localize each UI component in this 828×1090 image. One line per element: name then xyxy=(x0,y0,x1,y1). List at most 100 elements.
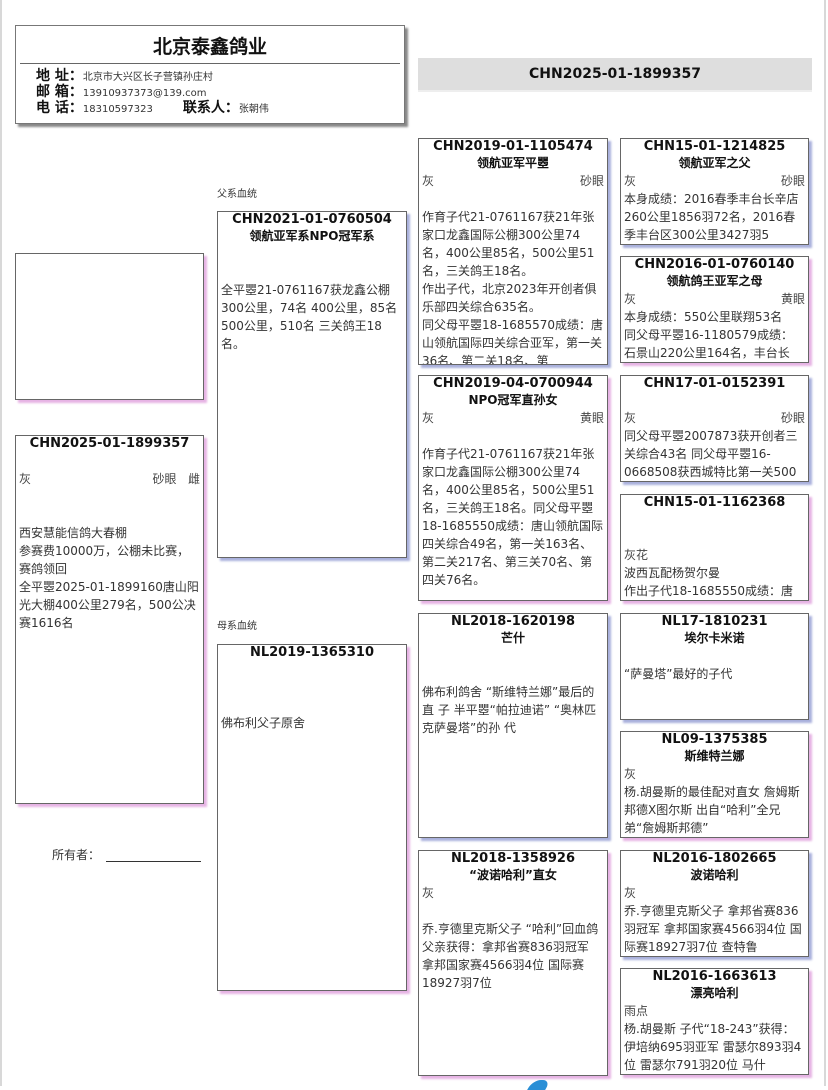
ancestor-notes: 乔.亨德里克斯父子 “哈利”回血鸽 父亲获得：拿邦省赛836羽冠军 拿邦国家赛4… xyxy=(422,922,599,990)
loft-name: 北京泰鑫鸽业 xyxy=(152,36,267,58)
ancestor-notes: 杨.胡曼斯 子代“18-243”获得：伊培纳695羽亚军 雷瑟尔893羽4位 雷… xyxy=(624,1022,802,1072)
owner-signature: 所有者： xyxy=(52,846,202,863)
ancestor-ring: NL2018-1620198 xyxy=(450,614,576,629)
address-value: 北京市大兴区长子营镇孙庄村 xyxy=(82,72,213,83)
subject-color: 灰 xyxy=(19,472,32,486)
ancestor-eye: 砂眼 xyxy=(579,174,604,188)
ancestor-ring: CHN2019-01-1105474 xyxy=(433,139,593,154)
ancestor-color: 灰 xyxy=(422,411,435,425)
ancestor-ring: CHN15-01-1162368 xyxy=(643,495,786,510)
ancestor-name: 波诺哈利 xyxy=(690,868,739,882)
email-label: 邮 箱： xyxy=(36,84,83,100)
ancestor-notes: 本身成绩：550公里联翔53名 同父母平瞾16-1180579成绩：石景山220… xyxy=(624,310,794,360)
ancestor-notes: 乔.亨德里克斯父子 拿邦省赛836羽冠军 拿邦国家赛4566羽4位 国际赛189… xyxy=(624,904,802,954)
contact-value: 张朝伟 xyxy=(238,104,269,115)
owner-label: 所有者： xyxy=(52,848,101,862)
ancestor-color: 灰 xyxy=(624,767,637,781)
ancestor-ring: CHN2016-01-0760140 xyxy=(634,257,795,272)
ancestor-color: 灰 xyxy=(422,886,435,900)
ancestor-color-row: 灰砂眼 xyxy=(624,172,805,190)
ancestor-name: “波诺哈利”直女 xyxy=(469,868,557,882)
ancestor-card: NL2016-1802665 波诺哈利灰乔.亨德里克斯父子 拿邦省赛836羽冠军 … xyxy=(620,850,809,957)
ancestor-color-row: 灰黄眼 xyxy=(422,409,604,427)
ancestor-color-row: 灰 xyxy=(624,884,805,902)
ancestor-name: 领航鸽王亚军之母 xyxy=(666,274,763,288)
ancestor-notes: 全平瞾21-0761167获龙鑫公棚300公里，74名 400公里，85名 50… xyxy=(221,283,398,351)
ancestor-card: NL17-1810231 埃尔卡米诺 “萨曼塔”最好的子代 xyxy=(620,613,809,720)
ancestor-name xyxy=(624,392,805,409)
ancestor-color-row: 灰 xyxy=(624,765,805,783)
ancestor-color: 灰 xyxy=(624,886,637,900)
ancestor-name: 埃尔卡米诺 xyxy=(684,631,745,645)
subject-card: CHN2025-01-1899357 灰 砂眼 雌 西安慧能信鸽大春棚 参赛费1… xyxy=(15,435,204,804)
photo-placeholder xyxy=(15,253,204,400)
subject-sex: 雌 xyxy=(187,472,200,486)
ancestor-card: CHN15-01-1162368 灰花波西瓦配杨贺尔曼 作出子代18-168555… xyxy=(620,494,809,601)
email-row: 邮 箱：13910937373@139.com xyxy=(36,84,404,100)
ancestor-notes: 佛布利鸽舍 “斯维特兰娜”最后的直 子 半平瞾“帕拉迪诺” “奥林匹克萨曼塔”的… xyxy=(422,685,597,735)
ancestor-notes: 同父母平瞾2007873获开创者三关综合43名 同父母平瞾16-0668508获… xyxy=(624,429,798,479)
ancestor-eye: 砂眼 xyxy=(780,174,805,188)
ancestor-ring: NL09-1375385 xyxy=(661,732,768,747)
ancestor-card: NL2018-1358926 “波诺哈利”直女灰乔.亨德里克斯父子 “哈利”回血鸽… xyxy=(418,850,608,1076)
ancestor-color-row: 灰黄眼 xyxy=(624,290,805,308)
ancestor-card: NL2016-1663613 漂亮哈利雨点杨.胡曼斯 子代“18-243”获得：伊… xyxy=(620,968,809,1075)
ancestor-card: CHN15-01-1214825 领航亚军之父灰砂眼本身成绩：2016春季丰台长辛… xyxy=(620,138,809,245)
ancestor-color: 灰 xyxy=(624,292,637,306)
ancestor-ring: NL17-1810231 xyxy=(661,614,768,629)
ancestor-card: CHN2016-01-0760140 领航鸽王亚军之母灰黄眼本身成绩：550公里联… xyxy=(620,256,809,363)
ancestor-notes: “萨曼塔”最好的子代 xyxy=(624,667,733,681)
ancestor-color-row: 灰 砂眼 xyxy=(422,172,604,190)
ancestor-name: NPO冠军直孙女 xyxy=(468,393,558,407)
owner-signature-line xyxy=(106,861,202,862)
ancestor-ring: CHN17-01-0152391 xyxy=(643,376,786,391)
subject-color-row: 灰 砂眼 雌 xyxy=(19,470,200,488)
ancestor-ring: CHN2021-01-0760504 xyxy=(232,212,392,227)
ancestor-color: 雨点 xyxy=(624,1004,649,1018)
ancestor-card: CHN2021-01-0760504 领航亚军系NPO冠军系全平瞾21-07611… xyxy=(217,211,407,558)
contact-label: 联系人： xyxy=(182,100,239,116)
ancestor-notes: 作育子代21-0761167获21年张家口龙鑫国际公棚300公里74名，400公… xyxy=(422,447,604,587)
dam-line-label: 母系血统 xyxy=(217,621,257,632)
ancestor-color: 灰 xyxy=(422,174,435,188)
ancestor-ring: NL2016-1663613 xyxy=(652,969,777,984)
ancestor-name: 漂亮哈利 xyxy=(690,986,739,1000)
ancestor-notes: 作育子代21-0761167获21年张家口龙鑫国际公棚300公里74名，400公… xyxy=(422,210,604,365)
ancestor-card: CHN2019-01-1105474 领航亚军平瞾灰 砂眼作育子代21-076116… xyxy=(418,138,608,365)
ancestor-color: 灰花 xyxy=(624,548,649,562)
ancestor-ring: CHN2019-04-0700944 xyxy=(433,376,593,391)
email-value: 13910937373@139.com xyxy=(82,88,207,99)
ancestor-card: CHN17-01-0152391 灰砂眼同父母平瞾2007873获开创者三关综合4… xyxy=(620,375,809,482)
address-row: 地 址：北京市大兴区长子营镇孙庄村 xyxy=(36,68,404,84)
phone-label: 电 话： xyxy=(36,100,83,116)
ancestor-color-row: 灰 xyxy=(422,884,604,902)
ancestor-color-row: 灰砂眼 xyxy=(624,409,805,427)
ancestor-color: 灰 xyxy=(624,411,637,425)
ancestor-name: 领航亚军之父 xyxy=(678,156,751,170)
subject-ring: CHN2025-01-1899357 xyxy=(29,436,190,451)
ancestor-color-row: 灰花 xyxy=(624,546,805,564)
loft-header: 北京泰鑫鸽业 地 址：北京市大兴区长子营镇孙庄村 邮 箱：13910937373… xyxy=(15,25,405,124)
ancestor-name: 领航亚军平瞾 xyxy=(476,156,549,170)
phone-row: 电 话：18310597323 联系人：张朝伟 xyxy=(36,100,404,116)
ancestor-ring: NL2018-1358926 xyxy=(450,851,576,866)
ancestor-color-row: 雨点 xyxy=(624,1002,805,1020)
phone-value: 18310597323 xyxy=(82,104,153,115)
ancestor-ring: CHN15-01-1214825 xyxy=(643,139,786,154)
address-label: 地 址： xyxy=(36,68,83,84)
ancestor-notes: 波西瓦配杨贺尔曼 作出子代18-1685550成绩：唐山领航国际四关综合49名，… xyxy=(624,566,794,598)
ancestor-ring: NL2016-1802665 xyxy=(652,851,777,866)
ancestor-card: NL2018-1620198 芒什佛布利鸽舍 “斯维特兰娜”最后的直 子 半平瞾“… xyxy=(418,613,608,838)
ancestor-name: 芒什 xyxy=(500,631,525,645)
ancestor-name: 斯维特兰娜 xyxy=(684,749,745,763)
ancestor-name: 领航亚军系NPO冠军系 xyxy=(249,229,375,243)
ancestor-name xyxy=(624,511,805,528)
ancestor-notes: 佛布利父子原舍 xyxy=(221,716,306,730)
ancestor-notes: 本身成绩：2016春季丰台长辛店260公里1856羽72名，2016春季丰台区3… xyxy=(624,192,799,242)
ancestor-name xyxy=(221,661,403,678)
subject-ring-banner: CHN2025-01-1899357 xyxy=(418,58,812,92)
subject-eye: 砂眼 xyxy=(152,472,177,486)
